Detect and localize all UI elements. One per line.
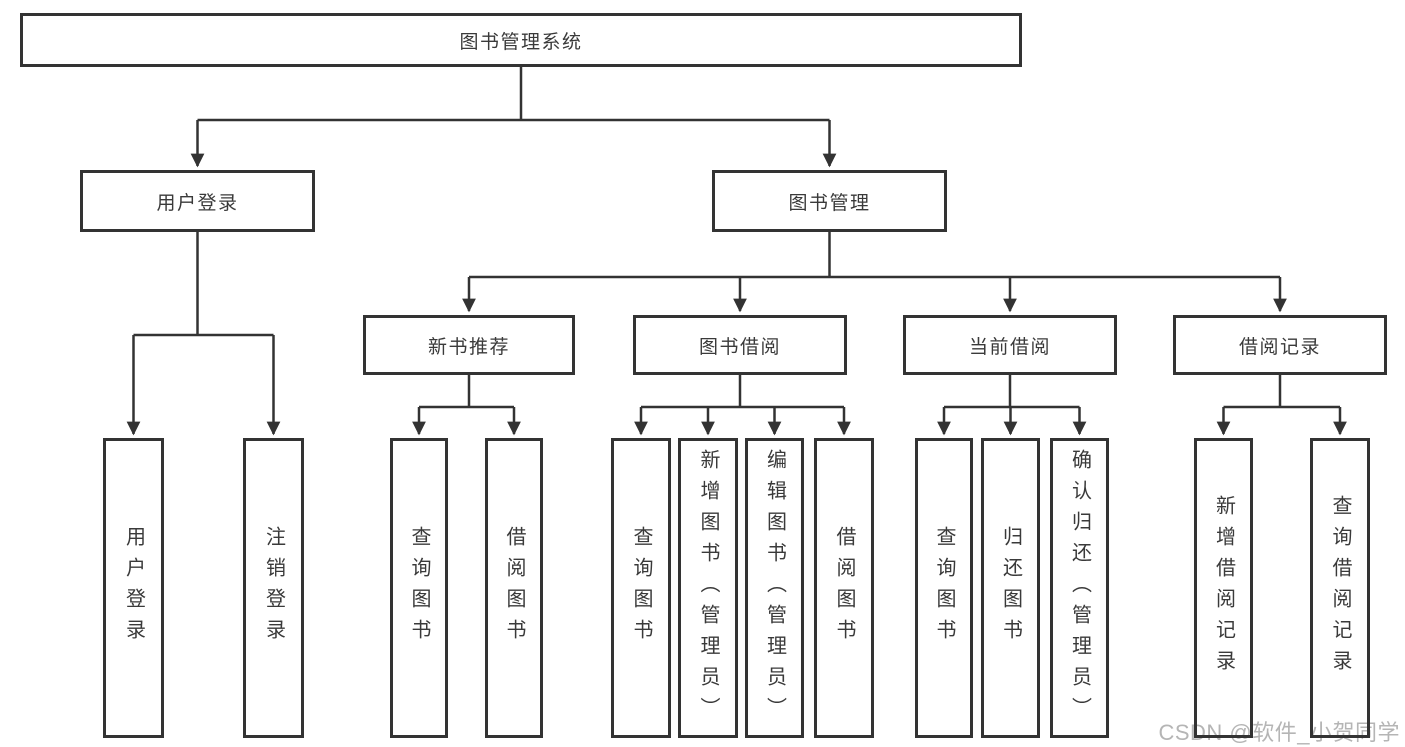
leaf-bb-borrow-books: 借阅图书 bbox=[814, 438, 874, 738]
leaf-cb-confirm-return-admin: 确认归还（管理员） bbox=[1050, 438, 1109, 738]
node-root-system: 图书管理系统 bbox=[20, 13, 1022, 67]
leaf-cb-return-books: 归还图书 bbox=[981, 438, 1040, 738]
leaf-bb-query-books: 查询图书 bbox=[611, 438, 671, 738]
connector-root-to-level2 bbox=[190, 67, 837, 168]
node-book-management: 图书管理 bbox=[712, 170, 947, 232]
node-label: 图书借阅 bbox=[698, 336, 781, 358]
node-current-borrow: 当前借阅 bbox=[903, 315, 1117, 375]
connector-book-management-to-level3 bbox=[462, 232, 1287, 313]
node-label: 查询图书 bbox=[630, 526, 652, 650]
node-user-login: 用户登录 bbox=[80, 170, 315, 232]
node-label: 确认归还（管理员） bbox=[1068, 448, 1091, 728]
leaf-bb-edit-books-admin: 编辑图书（管理员） bbox=[745, 438, 804, 738]
node-book-borrow: 图书借阅 bbox=[633, 315, 847, 375]
node-label: 新书推荐 bbox=[427, 336, 510, 358]
node-label: 当前借阅 bbox=[968, 336, 1051, 358]
node-label: 归还图书 bbox=[999, 526, 1022, 650]
leaf-cb-query-books: 查询图书 bbox=[915, 438, 973, 738]
node-label: 编辑图书（管理员） bbox=[763, 448, 786, 728]
csdn-watermark: CSDN @软件_小贺同学 bbox=[1158, 720, 1400, 745]
node-label: 图书管理系统 bbox=[459, 31, 583, 53]
connector-book-borrow-to-leaves bbox=[634, 375, 851, 436]
node-label: 用户登录 bbox=[156, 192, 239, 214]
node-label: 借阅记录 bbox=[1238, 336, 1321, 358]
leaf-bb-add-books-admin: 新增图书（管理员） bbox=[678, 438, 738, 738]
node-label: 用户登录 bbox=[122, 526, 145, 650]
leaf-nb-borrow-books: 借阅图书 bbox=[485, 438, 543, 738]
connector-current-borrow-to-leaves bbox=[937, 375, 1087, 436]
node-label: 借阅图书 bbox=[503, 526, 525, 650]
node-new-book-recommend: 新书推荐 bbox=[363, 315, 575, 375]
leaf-user-login: 用户登录 bbox=[103, 438, 164, 738]
node-label: 借阅图书 bbox=[833, 526, 855, 650]
node-borrow-records: 借阅记录 bbox=[1173, 315, 1387, 375]
node-label: 查询图书 bbox=[933, 526, 955, 650]
node-label: 新增图书（管理员） bbox=[697, 448, 719, 728]
connector-new-book-recommend-to-leaves bbox=[412, 375, 521, 436]
node-label: 注销登录 bbox=[262, 526, 285, 650]
leaf-logout: 注销登录 bbox=[243, 438, 304, 738]
leaf-br-add-record: 新增借阅记录 bbox=[1194, 438, 1253, 738]
leaf-nb-query-books: 查询图书 bbox=[390, 438, 448, 738]
connector-user-login-to-leaves bbox=[126, 232, 281, 436]
node-label: 查询借阅记录 bbox=[1329, 495, 1351, 681]
node-label: 查询图书 bbox=[408, 526, 430, 650]
connector-borrow-records-to-leaves bbox=[1216, 375, 1347, 436]
node-label: 新增借阅记录 bbox=[1212, 495, 1235, 681]
leaf-br-query-record: 查询借阅记录 bbox=[1310, 438, 1370, 738]
node-label: 图书管理 bbox=[788, 192, 871, 214]
